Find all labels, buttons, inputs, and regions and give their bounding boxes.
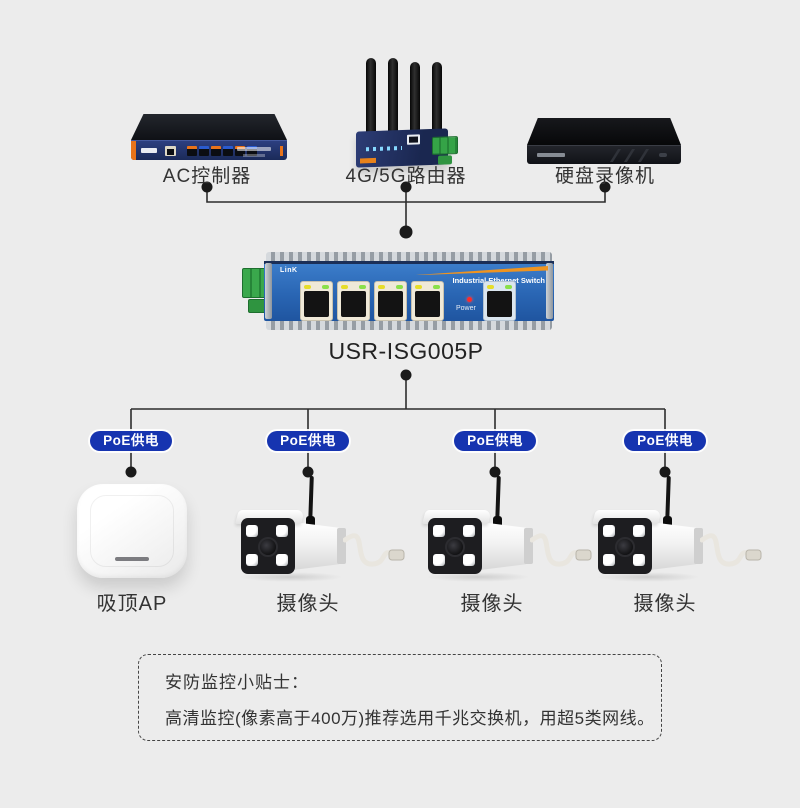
poe-badge: PoE供电 [454,431,536,451]
security-tip-box: 安防监控小贴士： 高清监控(像素高于400万)推荐选用千兆交换机，用超5类网线。 [138,654,662,741]
ap-indicator [115,557,149,561]
switch-model-label: USR-ISG005P [328,338,484,364]
tip-body: 高清监控(像素高于400万)推荐选用千兆交换机，用超5类网线。 [165,709,655,728]
ac-controller-logo [141,148,157,153]
nvr-front-panel [527,145,681,164]
ceiling-ap-label: 吸顶AP [96,593,168,615]
rj45-port-4 [411,281,444,321]
nvr-label: 硬盘录像机 [554,166,656,187]
top-bus-line [206,187,606,203]
antenna-icon [366,58,376,134]
rj45-port-3 [374,281,407,321]
switch-body: LinK Industrial Ethernet Switch 1 2 3 4 … [264,252,554,331]
terminal-block-icon [432,136,458,155]
router-status-leds [366,146,402,152]
ethernet-port-icon [407,134,420,145]
pigtail-cable-icon [700,533,762,567]
ac-controller-front-panel [131,140,287,160]
heatsink-fins [266,321,552,330]
rj45-port-2 [337,281,370,321]
nvr-chassis [527,118,681,145]
camera-front [598,518,652,574]
ethernet-port-icon [165,146,176,156]
router-4g5g-illustration [352,58,464,170]
ac-controller-chassis [131,114,287,140]
camera-label: 摄像头 [276,593,340,615]
switch-front-text: Industrial Ethernet Switch [452,276,545,285]
pigtail-cable-icon [343,533,405,567]
link-label: LinK [280,267,298,274]
rj45-port-1 [300,281,333,321]
antenna-icon [410,62,420,138]
camera-illustration [408,470,598,582]
poe-badge: PoE供电 [267,431,349,451]
poe-badge: PoE供电 [624,431,706,451]
antenna-icon [432,62,442,138]
camera-body [293,522,339,570]
nvr-brand-mark [537,153,565,157]
router-4g5g-label: 4G/5G路由器 [345,166,467,187]
poe-switch-illustration: LinK Industrial Ethernet Switch 1 2 3 4 … [242,252,554,331]
junction-dot [399,225,413,239]
ac-controller-illustration [131,110,287,162]
nvr-button [659,153,667,157]
ceiling-ap-illustration [77,484,187,578]
camera-lens-icon [615,537,635,557]
camera-lens-icon [445,537,465,557]
camera-front [428,518,482,574]
camera-body [650,522,696,570]
camera-front [241,518,295,574]
junction-dot [125,466,137,478]
bottom-bus-line [130,375,666,472]
camera-body [480,522,526,570]
camera-illustration [578,470,768,582]
camera-label: 摄像头 [633,593,697,615]
heatsink-fins [266,252,552,261]
camera-label: 摄像头 [460,593,524,615]
power-label: Power [456,305,476,312]
switch-faceplate: LinK Industrial Ethernet Switch 1 2 3 4 … [264,261,554,331]
junction-dot [400,369,412,381]
tip-title: 安防监控小贴士： [165,673,309,692]
nvr-illustration [527,116,681,166]
ac-controller-label: AC控制器 [162,166,252,187]
pigtail-cable-icon [530,533,592,567]
camera-illustration [221,470,411,582]
poe-badge: PoE供电 [90,431,172,451]
power-led [467,297,472,302]
camera-lens-icon [258,537,278,557]
rj45-port-5 [483,281,516,321]
antenna-icon [388,58,398,134]
orange-accent-stripe [416,266,548,275]
